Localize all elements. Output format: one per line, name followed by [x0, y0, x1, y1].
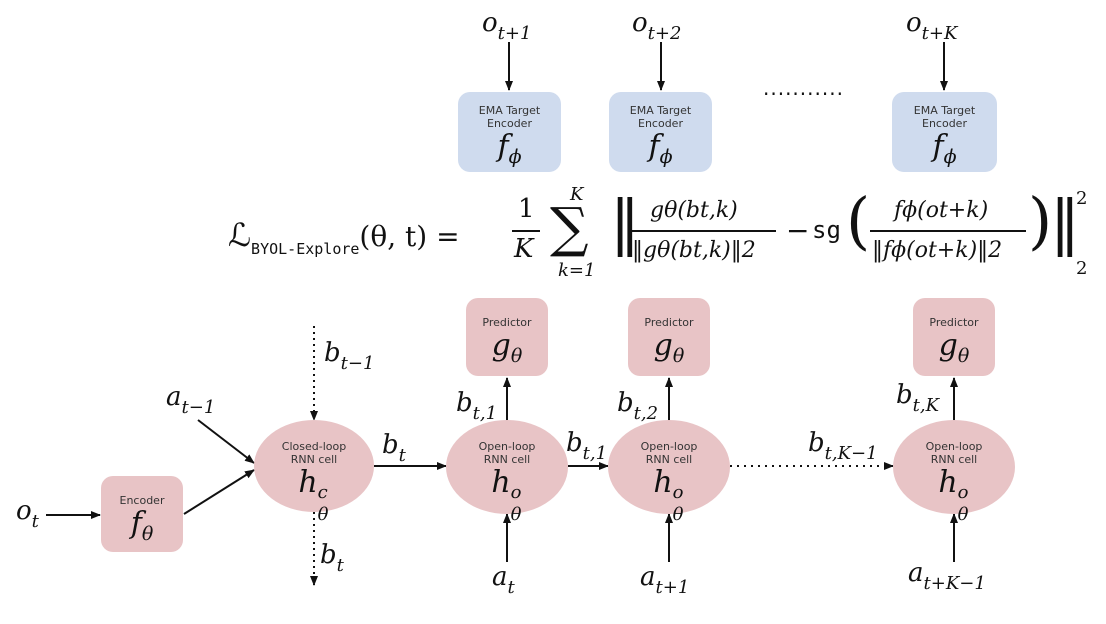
predictor-2: Predictor gθ: [628, 298, 710, 376]
predictor-K: Predictor gθ: [913, 298, 995, 376]
frac2-den: ‖fϕ(ot+k)‖2: [872, 238, 1003, 263]
ema-target-encoder-1: EMA Target Encoder fϕ: [458, 92, 561, 172]
minus-sign: −: [786, 214, 810, 247]
var-b-t-down: bt: [320, 540, 344, 576]
target-encoder-label: EMA Target Encoder: [629, 104, 692, 130]
var-a-t-minus-1: at−1: [166, 382, 216, 418]
paren-close: ): [1028, 184, 1053, 257]
input-o-t1: ot+1: [482, 8, 532, 44]
loss-power: 2: [1076, 188, 1088, 209]
encoder-box: Encoder fθ: [101, 476, 183, 552]
predictor-label: Predictor: [644, 316, 694, 329]
var-b-t-minus-1: bt−1: [324, 338, 375, 374]
predictor-symbol: gθ: [653, 328, 685, 368]
target-encoder-label: EMA Target Encoder: [478, 104, 541, 130]
var-a-t: at: [492, 562, 515, 598]
predictor-label: Predictor: [482, 316, 532, 329]
closed-loop-label: Closed-loop RNN cell: [281, 440, 347, 466]
loss-equation: ℒBYOL-Explore(θ, t) = 1 K K ∑ k=1 ‖ gθ(b…: [228, 184, 1088, 286]
norm-open: ‖: [610, 188, 640, 258]
stop-gradient: sg: [812, 216, 841, 244]
target-ellipsis: ...........: [763, 76, 844, 100]
predictor-symbol: gθ: [491, 328, 523, 368]
var-o-t: ot: [16, 496, 39, 532]
predictor-1: Predictor gθ: [466, 298, 548, 376]
arrow-atm1-to-closed: [197, 419, 255, 464]
loss-K: K: [514, 234, 534, 264]
var-a-t-plus-1: at+1: [640, 562, 690, 598]
target-encoder-symbol: fϕ: [497, 129, 522, 169]
norm-close: ‖: [1050, 188, 1080, 258]
sum-lower: k=1: [558, 260, 596, 281]
predictor-label: Predictor: [929, 316, 979, 329]
loss-norm-sub: 2: [1076, 258, 1088, 279]
open-loop-label: Open-loop RNN cell: [925, 440, 983, 466]
var-b-t: bt: [382, 430, 406, 466]
input-o-t2: ot+2: [632, 8, 682, 44]
encoder-symbol: fθ: [130, 506, 154, 546]
frac1-den: ‖gθ(bt,k)‖2: [632, 238, 756, 263]
var-b-t-1-up: bt,1: [456, 388, 498, 424]
var-b-t-1-right: bt,1: [566, 428, 608, 464]
frac1-num: gθ(bt,k): [650, 198, 738, 223]
arrow-encoder-to-closed: [183, 469, 255, 515]
var-b-t-2: bt,2: [617, 388, 659, 424]
var-b-t-K: bt,K: [896, 380, 940, 416]
ema-target-encoder-2: EMA Target Encoder fϕ: [609, 92, 712, 172]
open-loop-label: Open-loop RNN cell: [640, 440, 698, 466]
var-b-t-K-minus-1: bt,K−1: [808, 428, 878, 464]
paren-open: (: [846, 184, 871, 257]
var-a-t-plus-K-minus-1: at+K−1: [908, 558, 986, 594]
input-o-tK: ot+K: [906, 8, 958, 44]
target-encoder-label: EMA Target Encoder: [913, 104, 976, 130]
open-loop-label: Open-loop RNN cell: [478, 440, 536, 466]
sum-upper: K: [570, 184, 584, 205]
target-encoder-symbol: fϕ: [648, 129, 673, 169]
ema-target-encoder-K: EMA Target Encoder fϕ: [892, 92, 997, 172]
loss-symbol: ℒBYOL-Explore(θ, t) =: [228, 216, 460, 258]
predictor-symbol: gθ: [938, 328, 970, 368]
target-encoder-symbol: fϕ: [932, 129, 957, 169]
loss-one: 1: [518, 194, 535, 224]
sum-sign: ∑: [550, 196, 589, 259]
encoder-label: Encoder: [119, 494, 165, 507]
frac2-num: fϕ(ot+k): [894, 198, 989, 223]
